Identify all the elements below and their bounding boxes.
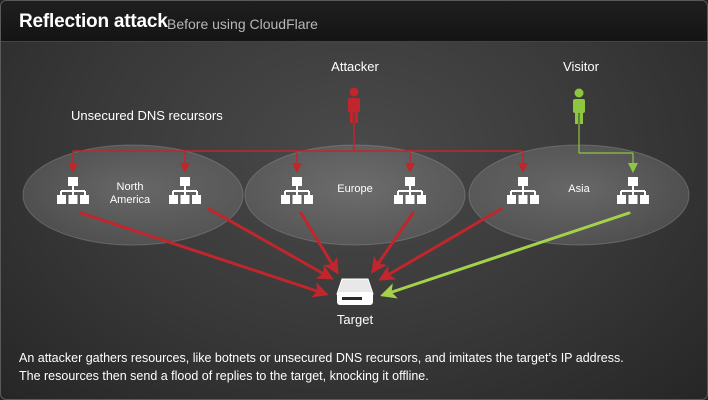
attacker-label: Attacker [331, 59, 379, 74]
region-label-north: North [117, 181, 144, 193]
visitor-legitimate-reply [380, 211, 631, 299]
target-label: Target [337, 312, 374, 327]
reflected-flood-arrows [79, 207, 503, 298]
region-label-asia: Asia [568, 183, 590, 195]
diagram-title: Reflection attack [19, 11, 168, 32]
region-label-america: America [110, 194, 151, 206]
recursors-label: Unsecured DNS recursors [71, 108, 223, 123]
title-bar: Reflection attack Before using CloudFlar… [1, 1, 707, 42]
region-label-europe: Europe [337, 183, 372, 195]
server-icon [336, 278, 374, 305]
attacker-command-lines [68, 123, 528, 173]
caption-line: The resources then send a flood of repli… [19, 369, 429, 383]
visitor-person-icon [573, 88, 585, 124]
visitor-label: Visitor [563, 59, 600, 74]
caption-line: An attacker gathers resources, like botn… [19, 351, 624, 365]
attacker-person-icon [348, 87, 360, 123]
region-europe [244, 144, 466, 246]
diagram-subtitle: Before using CloudFlare [167, 16, 318, 32]
caption: An attacker gathers resources, like botn… [19, 349, 699, 385]
visitor-request-line [578, 124, 638, 173]
